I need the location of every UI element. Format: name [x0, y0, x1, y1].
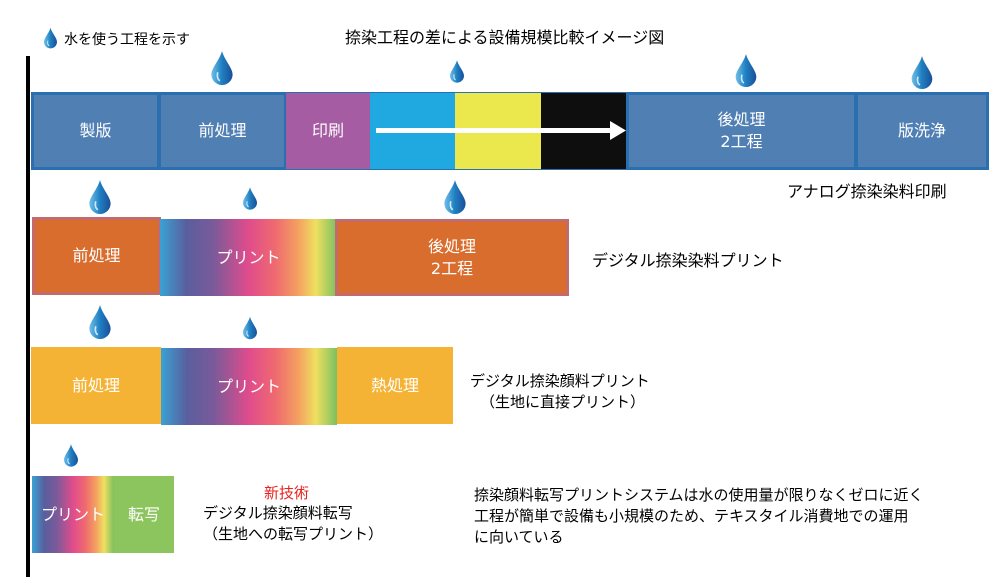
step-pretreatment: 前処理	[31, 347, 161, 424]
step-pretreatment: 前処理	[32, 217, 161, 295]
step-print: プリント	[161, 348, 337, 425]
water-drop-icon	[911, 56, 933, 89]
water-drop-icon	[444, 180, 466, 214]
step-heat-treatment: 熱処理	[337, 347, 453, 424]
note-line: 捺染顔料転写プリントシステムは水の使用量が限りなくゼロに近く	[474, 486, 924, 504]
row-sublabel-transfer: （生地への転写プリント）	[203, 525, 384, 543]
step-plate-wash: 版洗浄	[855, 92, 989, 170]
row-sublabel-digital-pigment: （生地に直接プリント）	[480, 393, 646, 411]
water-drop-icon	[450, 60, 464, 83]
water-drop-icon	[44, 27, 57, 49]
row-label-analog: アナログ捺染染料印刷	[787, 182, 947, 201]
step-label: プリント	[216, 247, 281, 267]
summary-note: 捺染顔料転写プリントシステムは水の使用量が限りなくゼロに近く 工程が簡単で設備も…	[474, 485, 924, 548]
note-line: に向いている	[474, 528, 564, 546]
step-printing: 印刷	[286, 93, 370, 169]
step-label: 後処理	[427, 236, 476, 256]
vertical-axis-line	[26, 56, 30, 577]
water-drop-icon	[243, 316, 257, 340]
water-drop-icon	[243, 187, 257, 210]
row-label-digital-pigment: デジタル捺染顔料プリント	[470, 372, 650, 390]
note-line: 工程が簡単で設備も小規模のため、テキスタイル消費地での運用	[474, 507, 909, 525]
step-print: プリント	[160, 219, 337, 296]
step-print: プリント	[32, 476, 114, 553]
step-post-treatment: 後処理 2工程	[626, 92, 857, 170]
step-label: プリント	[40, 504, 105, 524]
legend-text: 水を使う工程を示す	[64, 32, 190, 48]
row-label-digital-dye: デジタル捺染染料プリント	[592, 251, 784, 270]
step-label: 前処理	[198, 121, 247, 140]
step-label: 製版	[79, 121, 112, 140]
step-label: 転写	[127, 504, 160, 524]
step-transfer: 転写	[114, 476, 174, 553]
step-label: 後処理	[717, 110, 766, 129]
step-label: 前処理	[72, 246, 121, 265]
step-label: 版洗浄	[897, 121, 946, 140]
water-drop-icon	[735, 54, 757, 87]
water-drop-icon	[64, 443, 78, 468]
water-drop-icon	[89, 305, 111, 339]
row-label-transfer: デジタル捺染顔料転写	[203, 504, 353, 522]
water-drop-icon	[211, 51, 233, 85]
step-plate-making: 製版	[31, 92, 160, 170]
water-drop-icon	[89, 180, 111, 214]
step-count: 2工程	[720, 132, 763, 151]
new-technology-badge: 新技術	[264, 484, 310, 502]
arrow-icon	[376, 121, 626, 140]
step-label: プリント	[216, 376, 281, 396]
step-pretreatment: 前処理	[158, 92, 287, 170]
step-label: 前処理	[71, 375, 120, 395]
diagram-title: 捺染工程の差による設備規模比較イメージ図	[345, 28, 665, 47]
step-label: 熱処理	[370, 375, 419, 395]
step-label: 印刷	[311, 121, 344, 140]
step-count: 2工程	[430, 258, 474, 278]
